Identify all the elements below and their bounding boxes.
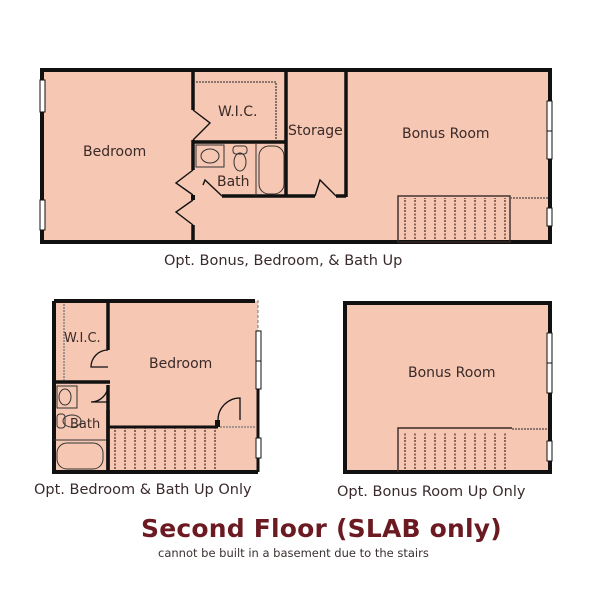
room-label-storage: Storage — [288, 123, 343, 139]
room-label-bonus-room: Bonus Room — [402, 126, 490, 142]
room-label-bedroom: Bedroom — [149, 356, 213, 372]
toilet-icon — [232, 145, 248, 172]
plan-bottom-right — [343, 301, 553, 474]
room-label-bedroom: Bedroom — [83, 144, 147, 160]
bathtub-icon — [258, 145, 285, 195]
door-swing-icon — [174, 169, 194, 196]
door-swing-icon — [174, 199, 194, 226]
room-label-bath: Bath — [70, 417, 101, 432]
bathtub-icon — [56, 442, 104, 470]
sink-icon — [56, 385, 78, 409]
window-icon — [546, 332, 553, 462]
window-icon — [39, 79, 553, 231]
room-label-bonus-room: Bonus Room — [408, 365, 496, 381]
plan-top — [39, 68, 553, 244]
room-label-wic: W.I.C. — [64, 331, 101, 346]
plan-caption: Opt. Bonus, Bedroom, & Bath Up — [164, 253, 403, 269]
room-label-bath: Bath — [217, 174, 250, 190]
page-subtitle: cannot be built in a basement due to the… — [158, 546, 429, 560]
window-icon — [255, 330, 262, 459]
room-label-wic: W.I.C. — [218, 104, 258, 120]
staircase-icon — [397, 195, 548, 243]
toilet-icon — [56, 413, 82, 429]
plan-caption: Opt. Bonus Room Up Only — [337, 484, 526, 500]
plan-bottom-left — [52, 299, 262, 474]
staircase-icon — [397, 427, 548, 472]
staircase-icon — [110, 428, 218, 470]
sink-icon — [195, 144, 225, 168]
door-swing-icon — [192, 109, 212, 141]
plan-caption: Opt. Bedroom & Bath Up Only — [34, 482, 252, 498]
page-title: Second Floor (SLAB only) — [141, 514, 502, 543]
